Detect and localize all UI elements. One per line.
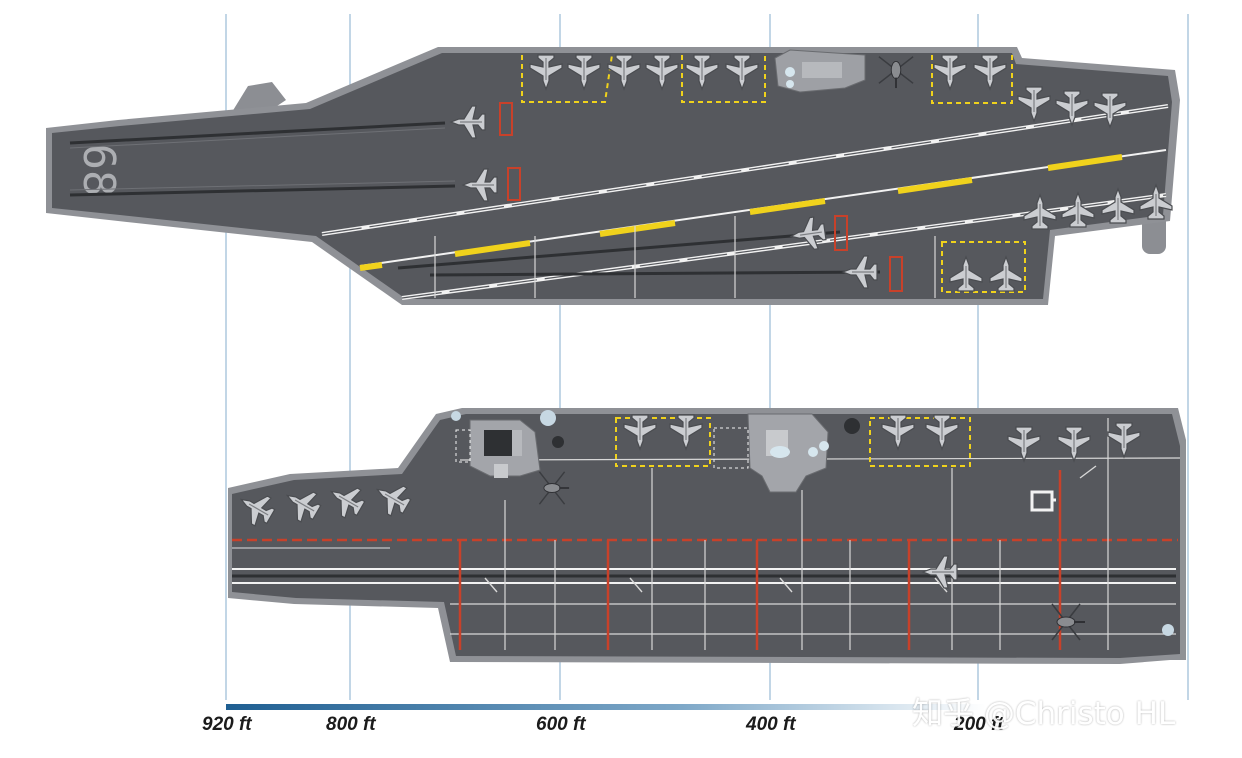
top-sponson-starboard-2	[1142, 214, 1166, 254]
hull-number: 68	[73, 144, 124, 197]
bottom-island-forward	[713, 413, 860, 493]
catapult-track-1	[69, 121, 446, 145]
bottom-carrier	[228, 408, 1186, 664]
scale-tick-label: 400 ft	[746, 714, 796, 735]
scale-tick-label: 600 ft	[536, 714, 586, 735]
bottom-bow-mount	[1162, 624, 1174, 636]
watermark-text: 知乎 @Christo HL	[912, 696, 1176, 732]
top-carrier: 68	[46, 47, 1180, 305]
top-island	[774, 49, 866, 93]
scale-tick-label: 200 ft	[954, 714, 1004, 735]
top-parking-boxes	[521, 54, 1026, 293]
bottom-parking-boxes	[615, 417, 971, 467]
scale-bar	[226, 704, 986, 710]
scale-tick-label: 920 ft	[202, 714, 252, 735]
bottom-stern-mount	[451, 411, 461, 421]
top-flight-deck	[52, 53, 1172, 299]
bottom-deck-markings	[232, 418, 1181, 650]
bottom-flight-deck	[232, 414, 1180, 658]
catapult-track-2	[69, 184, 456, 197]
scale-tick-label: 800 ft	[326, 714, 376, 735]
bottom-island-aft	[455, 410, 564, 478]
top-sponson-port	[232, 82, 286, 112]
top-jet-blast-deflectors	[499, 102, 903, 292]
